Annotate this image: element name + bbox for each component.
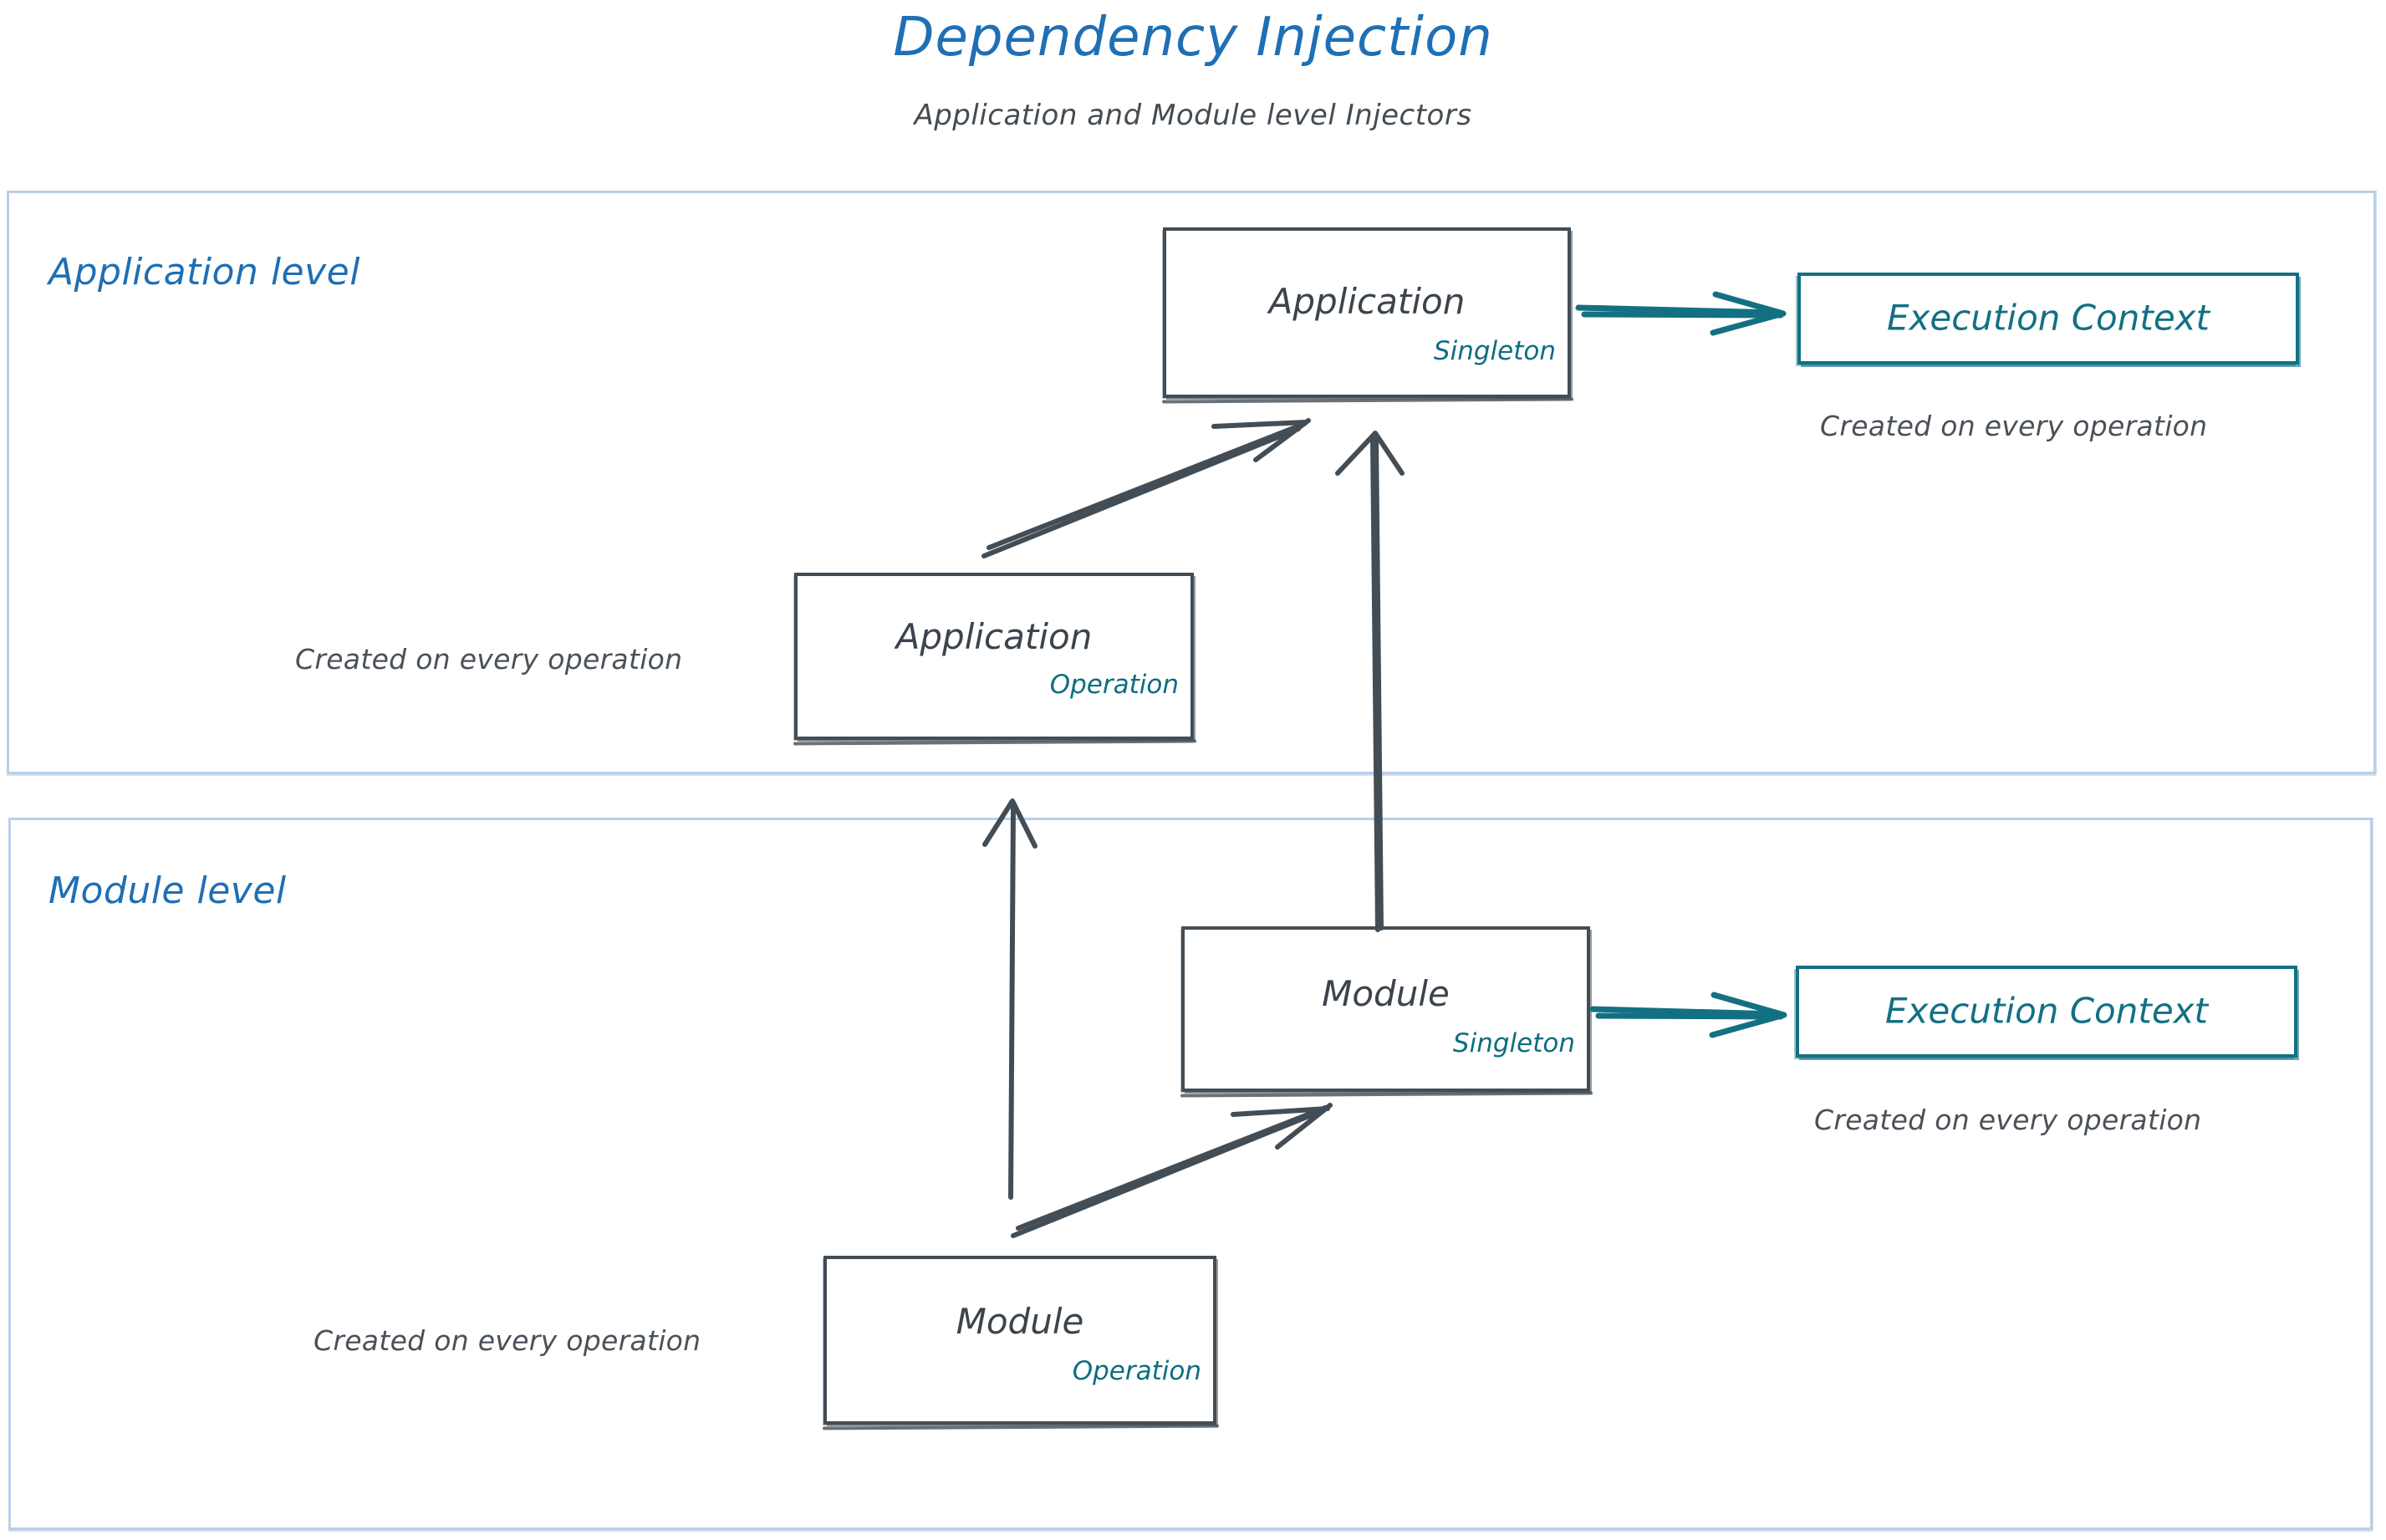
module-level-container [8,818,2373,1530]
application-execution-context-box[interactable]: Execution Context [1797,273,2299,365]
node-application-singleton-badge: Singleton [1433,336,1556,366]
application-level-label: Application level [48,251,360,293]
application-operation-caption: Created on every operation [295,643,683,676]
node-application-singleton[interactable]: Application Singleton [1163,227,1571,398]
node-module-singleton-badge: Singleton [1452,1028,1575,1058]
page-subtitle: Application and Module level Injectors [914,99,1472,132]
application-execution-context-title: Execution Context [1886,297,2210,339]
node-module-singleton-title: Module [1322,973,1450,1014]
node-module-singleton[interactable]: Module Singleton [1181,926,1590,1092]
node-module-operation[interactable]: Module Operation [823,1256,1216,1425]
node-module-operation-badge: Operation [1072,1356,1201,1386]
module-level-label: Module level [48,869,287,912]
node-module-operation-title: Module [956,1301,1084,1342]
node-application-singleton-title: Application [1268,281,1466,322]
module-execution-context-caption: Created on every operation [1814,1104,2202,1136]
application-execution-context-caption: Created on every operation [1820,410,2208,442]
page-title: Dependency Injection [893,7,1493,69]
node-application-operation-badge: Operation [1049,670,1179,700]
module-execution-context-box[interactable]: Execution Context [1796,966,2297,1058]
module-operation-caption: Created on every operation [314,1324,701,1357]
node-application-operation-title: Application [895,616,1093,657]
module-execution-context-title: Execution Context [1884,990,2209,1032]
application-level-container [7,191,2376,774]
node-application-operation[interactable]: Application Operation [794,573,1194,740]
